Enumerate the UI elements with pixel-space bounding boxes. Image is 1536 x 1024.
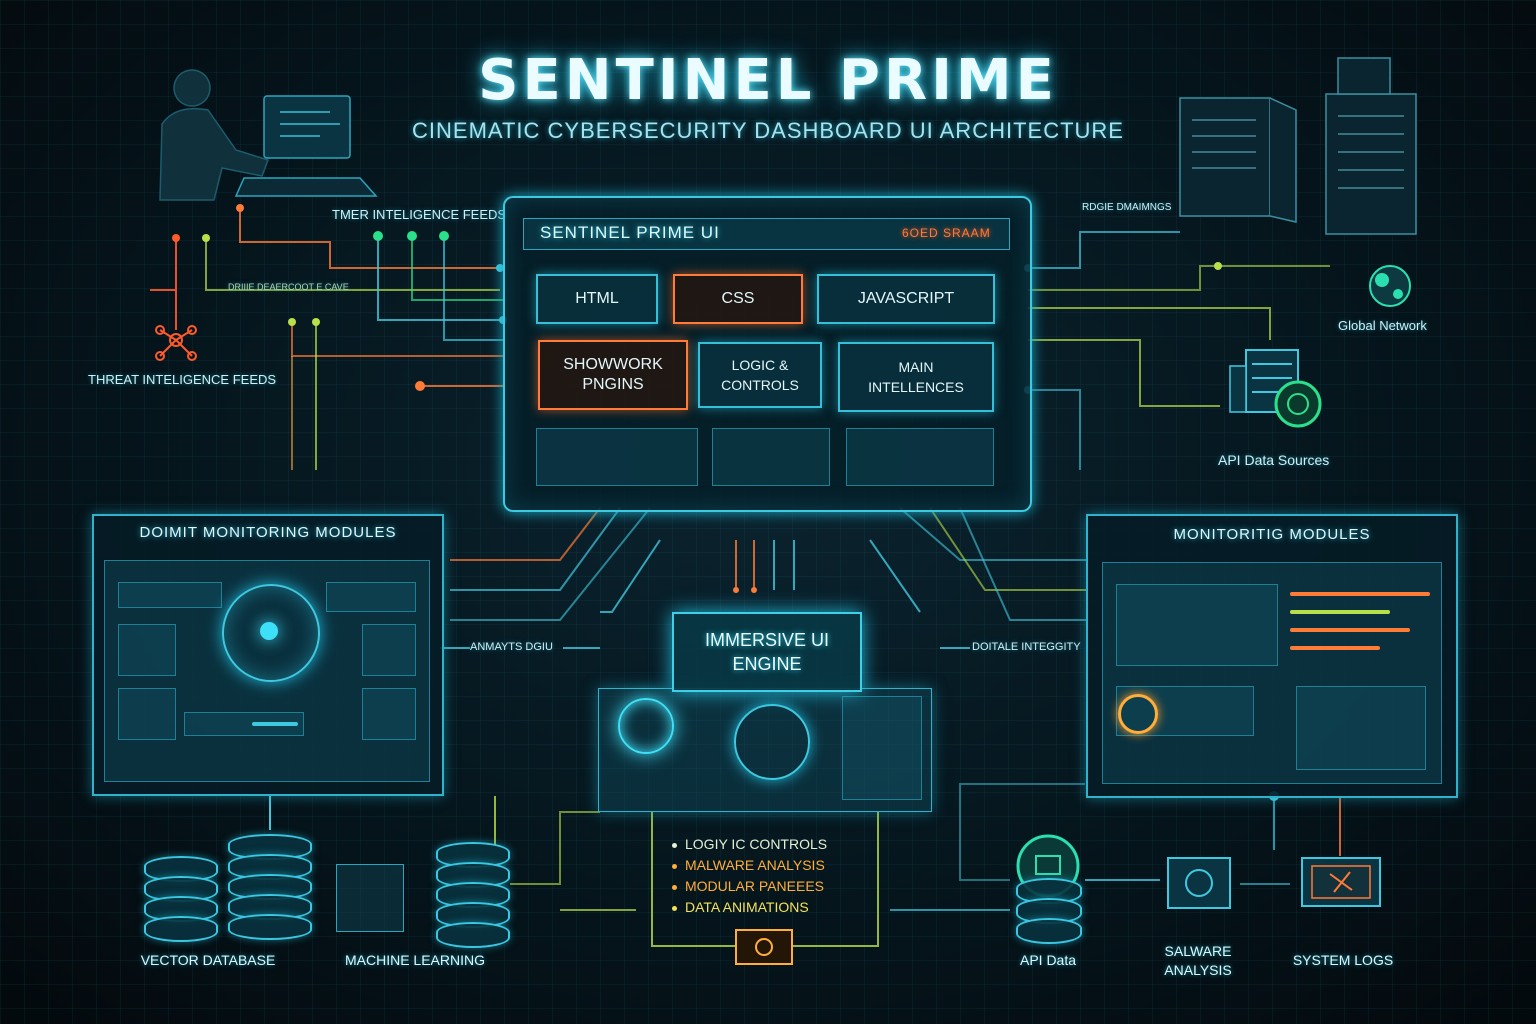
api-sources-icon — [1229, 349, 1322, 428]
label-analysts: ANMAYTS DGIU — [470, 641, 553, 653]
label-threat-feeds: THREAT INTELIGENCE FEEDS — [88, 372, 277, 387]
core-tag: 6OED SRAAM — [902, 226, 991, 240]
right-bar-1 — [1290, 592, 1430, 596]
core-title: SENTINEL PRIME UI — [540, 223, 720, 242]
label-vector-db: VECTOR DATABASE — [140, 952, 276, 968]
core-header — [523, 218, 1010, 250]
left-widget-5 — [362, 624, 416, 676]
label-integrity: DOITALE INTEGGITY — [972, 641, 1081, 653]
engine-orb-left — [618, 698, 674, 754]
feature-item: MALWARE ANALYSIS — [666, 855, 866, 876]
right-bar-3 — [1290, 628, 1410, 632]
label-right-top: RDGIE DMAIMNGS — [1082, 202, 1172, 213]
feature-item: MODULAR PANEEES — [666, 876, 866, 897]
label-feeds-mid: DRIIIE DEAERCOOT E CAVE — [228, 282, 349, 292]
tile-html[interactable]: HTML — [536, 274, 658, 324]
right-bar-4 — [1290, 646, 1380, 650]
bullet-icon — [672, 905, 677, 911]
left-progress-bar — [252, 722, 298, 726]
feature-list: LOGIY IC CONTROLS MALWARE ANALYSIS MODULAR… — [666, 834, 866, 918]
api-data-db-icon — [1016, 878, 1082, 944]
system-logs-icon — [1301, 857, 1381, 907]
left-widget-2 — [118, 624, 176, 676]
salware-analysis-icon — [1167, 857, 1231, 909]
left-widget-3 — [118, 688, 176, 740]
feature-label: DATA ANIMATIONS — [685, 899, 809, 915]
feature-item: LOGIY IC CONTROLS — [666, 834, 866, 855]
core-subpanel-right — [846, 428, 994, 486]
vector-db-left-icon — [144, 856, 218, 942]
feature-label: MODULAR PANEEES — [685, 878, 824, 894]
bullet-icon — [672, 842, 677, 848]
server-stack-icon — [1179, 57, 1417, 235]
engine-side-panel — [842, 696, 922, 800]
left-radar-icon — [222, 584, 320, 682]
ml-db-icon — [436, 842, 510, 948]
left-widget-7 — [184, 712, 304, 736]
label-global-network: Global Network — [1338, 318, 1427, 333]
globe-icon — [1369, 265, 1411, 307]
label-system-logs: SYSTEM LOGS — [1292, 952, 1394, 968]
label-ml: MACHINE LEARNING — [344, 952, 486, 968]
core-subpanel-left — [536, 428, 698, 486]
vector-db-right-icon — [228, 834, 312, 940]
bullet-icon — [672, 863, 677, 869]
tile-logic[interactable]: LOGIC & CONTROLS — [698, 342, 822, 408]
label-feeds-top: TMER INTELIGENCE FEEDS — [332, 207, 507, 222]
right-monitoring-panel — [1086, 514, 1458, 798]
core-subpanel-mid — [712, 428, 830, 486]
feature-label: LOGIY IC CONTROLS — [685, 836, 828, 852]
network-node-icon — [155, 325, 197, 361]
engine-box[interactable]: IMMERSIVE UI ENGINE — [672, 612, 862, 692]
tile-main[interactable]: MAIN INTELLENCES — [838, 342, 994, 412]
feature-label: MALWARE ANALYSIS — [685, 857, 825, 873]
bullet-icon — [672, 884, 677, 890]
label-salware: SALWARE ANALYSIS — [1164, 943, 1232, 978]
left-widget-1 — [118, 582, 222, 608]
right-gauge-icon — [1118, 694, 1158, 734]
right-widget-3 — [1296, 686, 1426, 770]
left-widget-6 — [362, 688, 416, 740]
left-panel-title: DOIMIT MONITORING MODULES — [139, 524, 397, 541]
tile-css[interactable]: CSS — [673, 274, 803, 324]
tile-javascript[interactable]: JAVASCRIPT — [817, 274, 995, 324]
engine-chip-icon — [735, 929, 793, 965]
ml-server-icon — [336, 864, 404, 932]
right-bar-2 — [1290, 610, 1390, 614]
left-widget-4 — [326, 582, 416, 612]
right-widget-1 — [1116, 584, 1278, 666]
left-radar-core — [260, 622, 278, 640]
right-panel-screen — [1102, 562, 1442, 784]
right-panel-title: MONITORITIG MODULES — [1173, 526, 1371, 543]
feature-item: DATA ANIMATIONS — [666, 897, 866, 918]
tile-showwork[interactable]: SHOWWORK PNGINS — [538, 340, 688, 410]
page-subtitle: CINEMATIC CYBERSECURITY DASHBOARD UI ARC… — [412, 118, 1124, 143]
page-title: SENTINEL PRIME — [478, 48, 1058, 113]
engine-radar — [734, 704, 810, 780]
label-api-data: API Data — [1019, 952, 1077, 968]
label-api-sources: API Data Sources — [1218, 452, 1330, 468]
